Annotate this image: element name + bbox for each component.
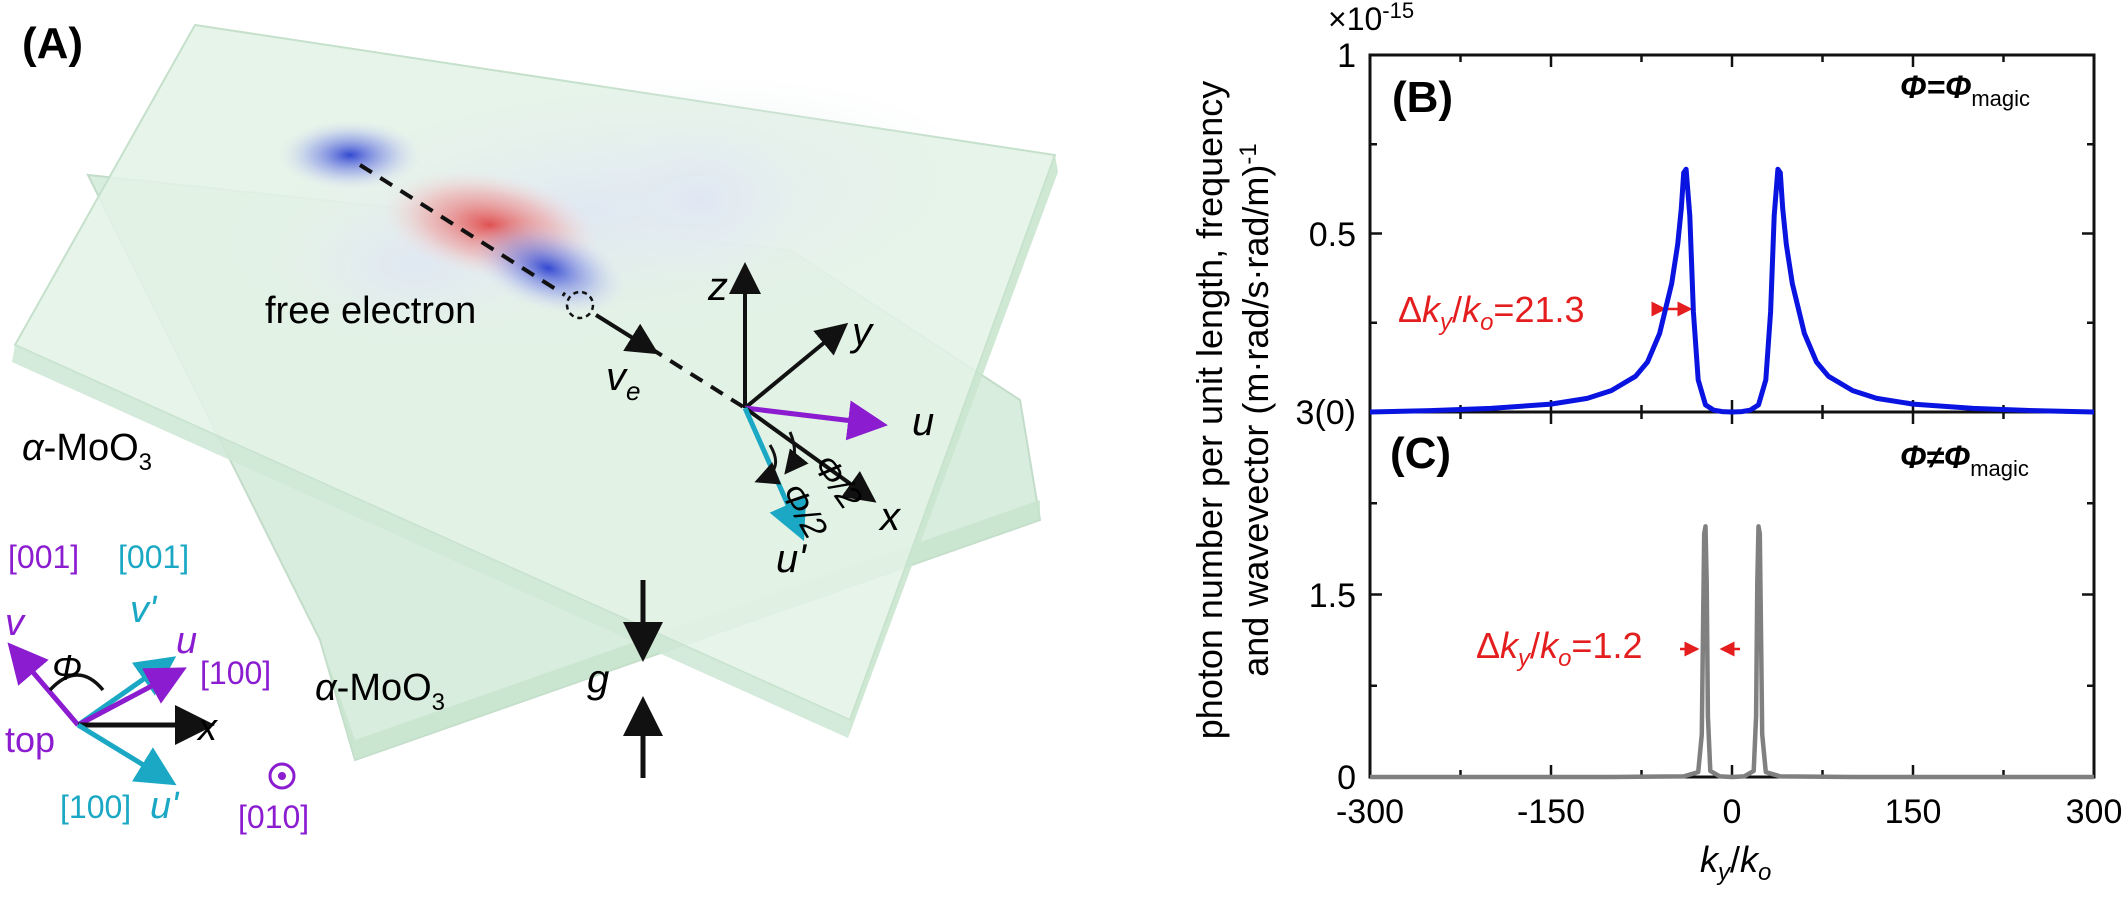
gap-label: g bbox=[587, 657, 609, 701]
xtick-label: -300 bbox=[1336, 793, 1404, 831]
b-ytick-label: 0.5 bbox=[1309, 216, 1356, 254]
gap-indicator: g bbox=[587, 580, 663, 778]
x-direction-axis-label: x bbox=[196, 707, 219, 749]
y-axis-title-line2: and wavevector (m·rad/s·rad/m)-1 bbox=[1235, 143, 1276, 676]
xtick-label: -150 bbox=[1517, 793, 1585, 831]
panel-b-series-line bbox=[1369, 166, 2095, 415]
trajectory-dashed-line-2 bbox=[648, 346, 747, 410]
z-axis-label: z bbox=[707, 265, 728, 309]
v-prime-label: v' bbox=[130, 589, 158, 631]
y-axis-label: y bbox=[849, 310, 875, 354]
y-axis-title-line1: photon number per unit length, frequency bbox=[1189, 81, 1230, 739]
v-direction-label: [001] bbox=[8, 539, 79, 575]
xtick-label: 300 bbox=[2066, 793, 2123, 831]
material-label-top: α-MoO3 bbox=[22, 427, 152, 476]
out-of-plane-icon bbox=[268, 762, 296, 790]
panel-b-label: (B) bbox=[1392, 73, 1453, 122]
u-prime-axis-label: u' bbox=[776, 537, 807, 581]
field-pattern bbox=[221, 74, 979, 346]
b-ytick-label: 1 bbox=[1337, 37, 1356, 75]
multiplier-label: ×10-15 bbox=[1328, 0, 1414, 37]
x-axis-label: x bbox=[878, 495, 902, 539]
panel-b-condition: Φ=Φmagic bbox=[1900, 69, 2030, 111]
u-prime-direction-label: [100] bbox=[60, 789, 131, 825]
velocity-arrow bbox=[594, 313, 659, 355]
panel-a-label: (A) bbox=[22, 19, 83, 68]
v-prime-direction-label: [001] bbox=[118, 539, 189, 575]
out-of-plane-direction-label: [010] bbox=[238, 799, 309, 835]
u-label: u bbox=[176, 620, 197, 662]
panel-bc: photon number per unit length, frequency… bbox=[1189, 0, 2122, 886]
curves bbox=[1369, 166, 2095, 780]
top-label: top bbox=[5, 719, 55, 760]
trajectory-dashed-line bbox=[358, 163, 567, 297]
c-ytick-label: 1.5 bbox=[1309, 577, 1356, 615]
material-label-bottom: α-MoO3 bbox=[315, 667, 445, 716]
u-direction-label: [100] bbox=[200, 655, 271, 691]
v-label: v bbox=[5, 602, 26, 644]
c-ytick-label: 0 bbox=[1337, 759, 1356, 797]
crystal-axes-inset: [001] [001] v v' Φ u [100] top x [100] u… bbox=[5, 539, 309, 835]
x-axis-title: ky/ko bbox=[1700, 839, 1771, 886]
xtick-label: 0 bbox=[1723, 793, 1742, 831]
free-electron-label: free electron bbox=[265, 290, 476, 332]
b-ytick-label: 3(0) bbox=[1296, 394, 1356, 432]
panel-b-width-annotation: Δky/ko=21.3 bbox=[1398, 289, 1585, 336]
free-electron-dot bbox=[565, 290, 595, 320]
ve-label: ve bbox=[606, 355, 640, 406]
u-axis-label: u bbox=[912, 400, 934, 444]
xtick-label: 150 bbox=[1885, 793, 1942, 831]
u-prime-label: u' bbox=[150, 785, 180, 827]
panel-a: (A) free electron ve bbox=[5, 19, 1058, 835]
axis-ticks bbox=[1368, 53, 2096, 779]
panel-c-label: (C) bbox=[1390, 429, 1451, 478]
panel-c-series-line bbox=[1370, 524, 2094, 780]
panel-c-condition: Φ≠Φmagic bbox=[1900, 439, 2029, 481]
phi-label: Φ bbox=[52, 647, 82, 688]
panel-c-width-annotation: Δky/ko=1.2 bbox=[1476, 625, 1643, 672]
coordinate-frame: z y u x u' Φ/2 Φ/2 bbox=[707, 262, 934, 581]
